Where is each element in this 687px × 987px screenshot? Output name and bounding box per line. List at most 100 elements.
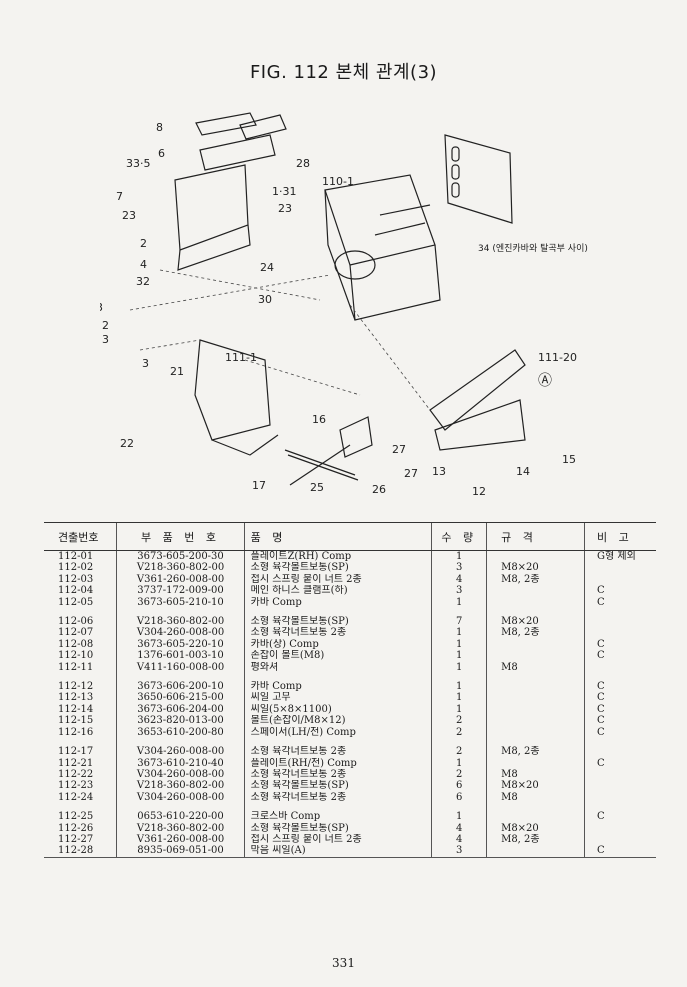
cell-quantity: 4: [431, 822, 487, 834]
cell-spec: M8×20: [486, 562, 585, 574]
cell-spec: [486, 703, 585, 716]
header-spec: 규 격: [486, 522, 585, 551]
cell-spec: M8×20: [486, 616, 585, 628]
spacer-cell: [243, 803, 432, 812]
cell-part-no: 3653-610-200-80: [116, 726, 245, 739]
cell-part-name: 카바(상) Comp: [243, 638, 432, 651]
spacer-cell: [116, 673, 245, 682]
cell-remarks: [584, 573, 656, 586]
cell-part-no: 3673-606-204-00: [116, 703, 245, 716]
cell-index-no: 112-15: [58, 715, 94, 727]
cell-quantity: 1: [431, 627, 487, 639]
cell-remarks: [584, 661, 656, 674]
callout-7: 7: [116, 190, 123, 203]
cell-index-no: 112-16: [58, 726, 94, 738]
page-number: 331: [332, 956, 355, 970]
cell-remarks: C: [584, 638, 656, 651]
cell-index-no: 112-28: [44, 845, 117, 858]
cell-spec: [486, 757, 585, 769]
callout-2a: 2: [140, 237, 147, 250]
cell-quantity: 6: [431, 791, 487, 804]
cell-quantity: 3: [431, 585, 487, 597]
cell-part-no: V361-260-008-00: [116, 573, 245, 586]
header-part-name: 품 명: [243, 522, 432, 551]
cell-quantity: 1: [431, 703, 487, 716]
callout-23a: 23: [122, 209, 136, 222]
cell-part-no: V304-260-008-00: [116, 768, 245, 781]
diagram-callouts: 8 6 33·5 28 7 1·31 110-1 23 23 2 4 32 24…: [96, 121, 588, 498]
exploded-parts-diagram: 8 6 33·5 28 7 1·31 110-1 23 23 2 4 32 24…: [96, 95, 620, 505]
spacer-cell: [584, 738, 656, 747]
cell-spec: [486, 650, 585, 662]
cell-part-no: 3673-605-220-10: [116, 638, 245, 651]
cell-part-no: 3673-605-210-10: [116, 596, 245, 609]
cell-remarks: G형 제외: [584, 550, 656, 563]
cell-remarks: [584, 746, 656, 758]
cell-part-name: 소형 육각너트보통 2종: [243, 768, 432, 781]
cell-remarks: C: [584, 726, 656, 739]
cell-spec: M8, 2종: [486, 746, 585, 758]
cell-part-name: 소형 육각너트보통 2종: [243, 627, 432, 639]
callout-26: 26: [372, 483, 386, 496]
callout-15: 15: [562, 453, 576, 466]
cell-part-name: 소형 육각너트보통 2종: [243, 791, 432, 804]
cell-remarks: C: [584, 650, 656, 662]
cell-quantity: 1: [431, 550, 487, 563]
cell-spec: M8: [486, 661, 585, 674]
cell-part-no: 0653-610-220-00: [116, 811, 245, 823]
cell-remarks: [584, 768, 656, 781]
cell-part-name: 메인 하니스 클램프(하): [243, 585, 432, 597]
cell-index-no: 112-08: [58, 638, 94, 650]
cell-spec: [486, 692, 585, 704]
cell-quantity: 4: [431, 573, 487, 586]
callout-16: 16: [312, 413, 326, 426]
spacer-cell: [584, 608, 656, 617]
header-quantity: 수 량: [431, 522, 487, 551]
cell-index-no: 112-17: [58, 746, 94, 758]
cell-quantity: 4: [431, 833, 487, 846]
callout-33-5: 33·5: [126, 157, 151, 170]
cell-part-no: 8935-069-051-00: [116, 845, 245, 858]
cell-remarks: [584, 616, 656, 628]
cell-spec: M8: [486, 791, 585, 804]
diagram-parts: [174, 112, 526, 486]
cell-quantity: 3: [431, 845, 487, 858]
cell-spec: M8×20: [486, 822, 585, 834]
callout-110-1: 110-1: [322, 175, 354, 188]
callout-27a: 27: [392, 443, 406, 456]
cell-quantity: 1: [431, 692, 487, 704]
cell-spec: [486, 845, 585, 858]
cell-index-no: 112-25: [58, 811, 94, 823]
cell-spec: [486, 585, 585, 597]
callout-1-31: 1·31: [272, 185, 297, 198]
spacer-cell: [243, 673, 432, 682]
callout-6: 6: [158, 147, 165, 160]
cell-part-name: 씨일(5×8×1100): [243, 703, 432, 716]
cell-index-no: 112-27: [58, 833, 94, 845]
cell-part-no: V304-260-008-00: [116, 627, 245, 639]
cell-remarks: [584, 791, 656, 804]
spacer-cell: [44, 673, 117, 681]
cell-part-name: 카바 Comp: [243, 681, 432, 693]
callout-111-20: 111-20: [538, 351, 577, 364]
cell-part-name: 볼트(손잡이/M8×12): [243, 715, 432, 727]
group-spacer: [44, 608, 656, 617]
header-part-no: 부 품 번 호: [116, 522, 245, 551]
group-spacer: [44, 803, 656, 812]
cell-remarks: C: [584, 692, 656, 704]
cell-part-no: V218-360-802-00: [116, 616, 245, 628]
cell-part-no: V304-260-008-00: [116, 791, 245, 804]
cell-quantity: 2: [431, 715, 487, 727]
